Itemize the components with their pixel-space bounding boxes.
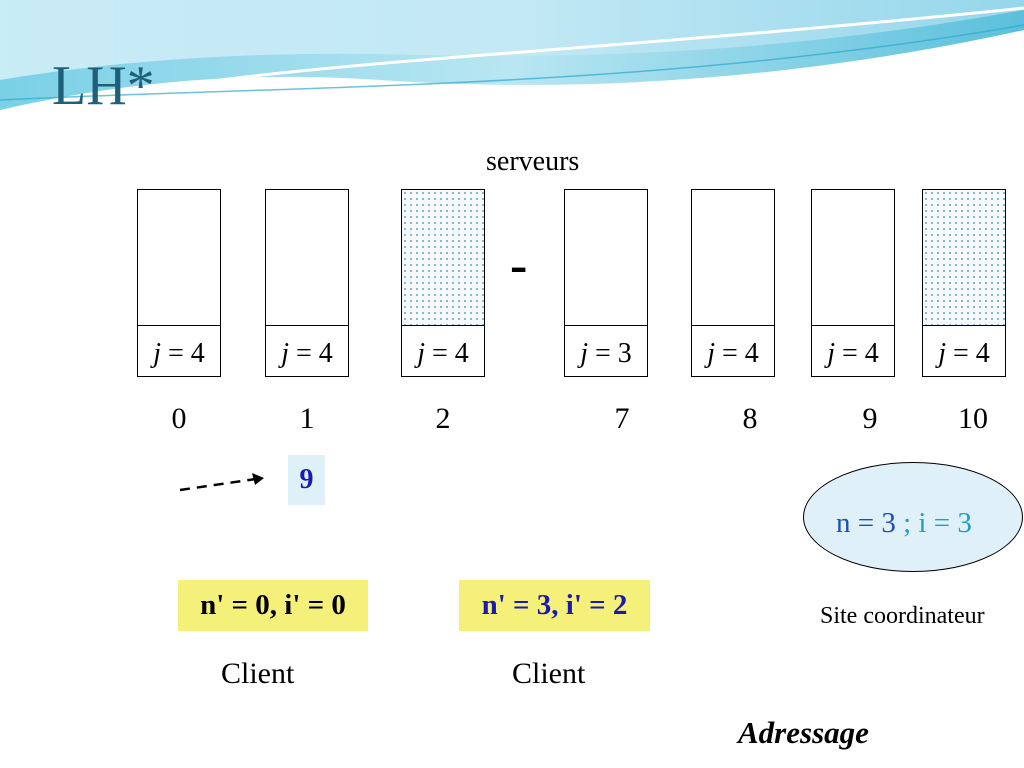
client-state-box: n' = 3, i' = 2 <box>459 580 650 631</box>
header-wave-decoration <box>0 0 1024 114</box>
dashed-arrow-icon <box>179 473 264 492</box>
server-bucket-7: j = 3 <box>564 189 648 377</box>
server-bucket-8: j = 4 <box>691 189 775 377</box>
bucket-storage-area <box>266 190 348 326</box>
section-label: Adressage <box>738 715 869 750</box>
coordinator-ellipse <box>803 462 1023 572</box>
coordinator-state: n = 3 ; i = 3 <box>836 507 972 539</box>
bucket-level-label: j = 3 <box>580 338 632 369</box>
server-bucket-9: j = 4 <box>811 189 895 377</box>
client-label: Client <box>221 657 295 690</box>
slide-title: LH* <box>52 55 155 117</box>
bucket-level-label: j = 4 <box>938 338 990 369</box>
bucket-level-label: j = 4 <box>417 338 469 369</box>
server-number: 9 <box>862 402 878 435</box>
bucket-storage-area <box>565 190 647 326</box>
bucket-storage-area <box>812 190 894 326</box>
server-bucket-2: j = 4 <box>401 189 485 377</box>
client-state-box: n' = 0, i' = 0 <box>178 580 368 631</box>
servers-label: serveurs <box>486 146 580 177</box>
server-bucket-10: j = 4 <box>922 189 1006 377</box>
bucket-level-label: j = 4 <box>707 338 759 369</box>
server-bucket-0: j = 4 <box>137 189 221 377</box>
bucket-level-label: j = 4 <box>153 338 205 369</box>
bucket-storage-area-shaded <box>402 190 484 326</box>
coordinator-label: Site coordinateur <box>820 603 985 629</box>
server-number: 1 <box>299 402 315 435</box>
bucket-level-label: j = 4 <box>827 338 879 369</box>
client-label: Client <box>512 657 586 690</box>
server-number: 8 <box>742 402 758 435</box>
server-number: 0 <box>171 402 187 435</box>
message-key-box: 9 <box>288 455 325 505</box>
bucket-storage-area-shaded <box>923 190 1005 326</box>
server-number: 2 <box>435 402 451 435</box>
bucket-storage-area <box>138 190 220 326</box>
server-bucket-1: j = 4 <box>265 189 349 377</box>
bucket-level-label: j = 4 <box>281 338 333 369</box>
bucket-storage-area <box>692 190 774 326</box>
server-number: 10 <box>958 402 988 435</box>
gap-dash: - <box>510 237 528 294</box>
server-number: 7 <box>614 402 630 435</box>
